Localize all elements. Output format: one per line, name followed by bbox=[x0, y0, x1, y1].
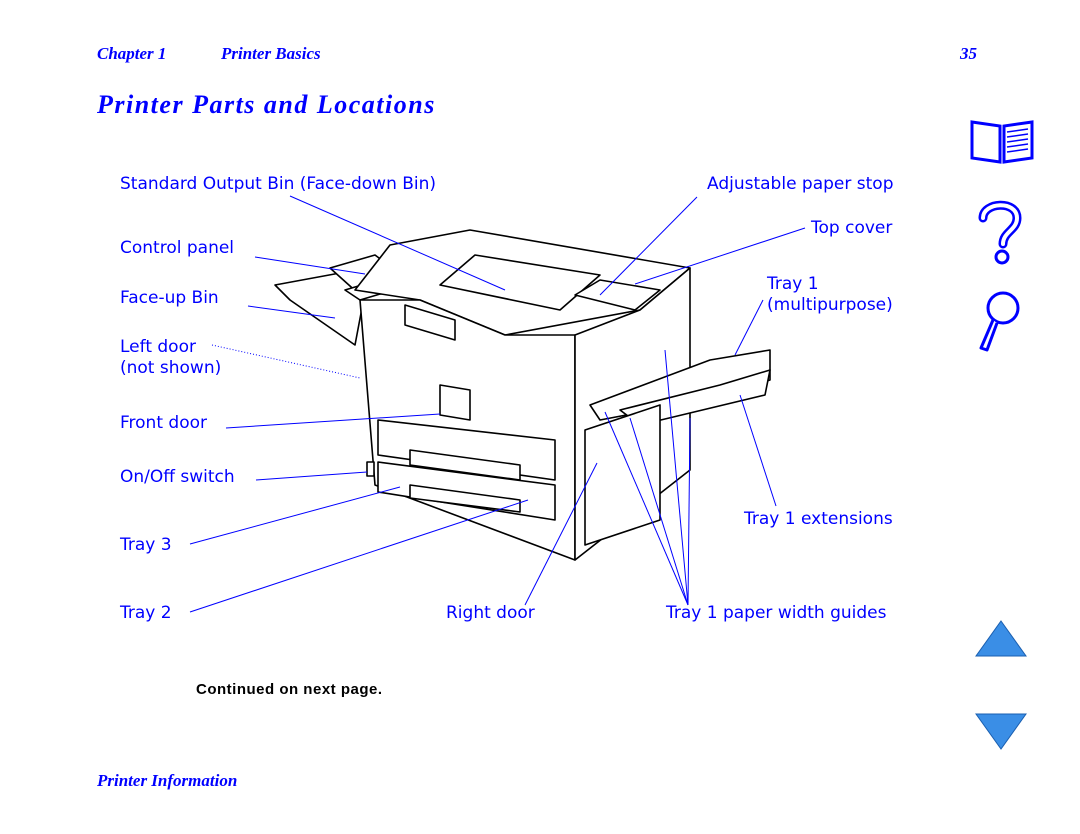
label-on-off-switch: On/Off switch bbox=[120, 467, 235, 487]
label-tray1: Tray 1 bbox=[767, 274, 819, 294]
label-control-panel: Control panel bbox=[120, 238, 235, 258]
label-tray1-extensions: Tray 1 extensions bbox=[744, 509, 893, 529]
help-icon[interactable] bbox=[975, 198, 1025, 266]
label-tray2: Tray 2 bbox=[120, 603, 172, 623]
up-arrow-icon[interactable] bbox=[974, 619, 1028, 659]
page-number: 35 bbox=[960, 44, 977, 63]
label-top-cover: Top cover bbox=[811, 218, 893, 238]
down-arrow-icon[interactable] bbox=[974, 711, 1028, 751]
label-face-up-bin: Face-up Bin bbox=[120, 288, 219, 308]
label-tray1-paper-width-guides: Tray 1 paper width guides bbox=[666, 603, 887, 623]
page-title: Printer Parts and Locations bbox=[97, 90, 436, 119]
label-tray3: Tray 3 bbox=[120, 535, 172, 555]
label-left-door: Left door bbox=[120, 337, 196, 357]
header-section: Printer Basics bbox=[221, 44, 321, 63]
header-chapter: Chapter 1 bbox=[97, 44, 167, 63]
continued-note: Continued on next page. bbox=[196, 681, 383, 698]
label-front-door: Front door bbox=[120, 413, 207, 433]
label-left-door-not-shown: (not shown) bbox=[120, 358, 222, 378]
footer-link[interactable]: Printer Information bbox=[97, 771, 238, 790]
label-tray1-multipurpose: (multipurpose) bbox=[767, 295, 893, 315]
label-adjustable-paper-stop: Adjustable paper stop bbox=[707, 174, 894, 194]
search-icon[interactable] bbox=[975, 288, 1025, 356]
book-icon[interactable] bbox=[968, 116, 1036, 166]
label-standard-output-bin: Standard Output Bin (Face-down Bin) bbox=[120, 174, 437, 194]
label-right-door: Right door bbox=[446, 603, 535, 623]
